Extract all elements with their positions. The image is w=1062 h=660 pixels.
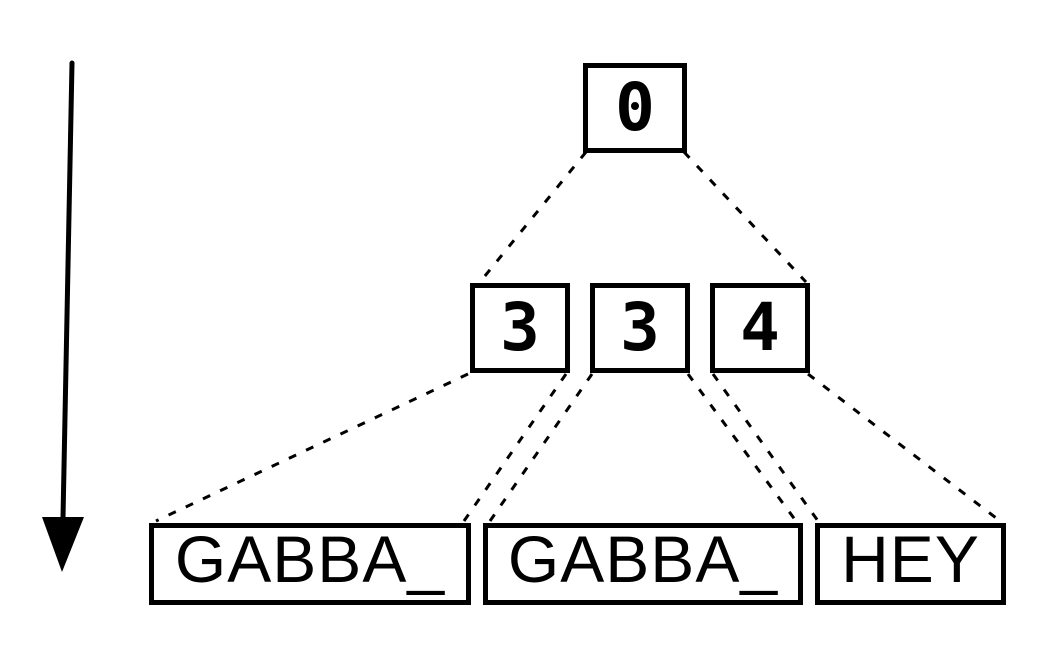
tree-node-pointer-3: 4 — [710, 283, 810, 373]
tree-node-label: GABBA_ — [174, 522, 446, 596]
tree-node-pointer-1: 3 — [470, 283, 570, 373]
tree-node-string-1: GABBA_ — [149, 523, 471, 605]
tree-node-string-2: GABBA_ — [483, 523, 803, 605]
tree-node-root: 0 — [583, 63, 687, 153]
connector-dashed-line — [686, 373, 798, 522]
connector-dashed-line — [488, 373, 594, 522]
tree-node-label: 0 — [615, 69, 655, 146]
connector-dashed-line — [478, 151, 588, 283]
downward-arrow — [42, 60, 84, 572]
connector-dashed-line — [155, 372, 469, 523]
connector-dashed-line — [682, 150, 808, 284]
tree-node-label: HEY — [841, 522, 980, 596]
tree-node-string-3: HEY — [815, 523, 1006, 605]
connector-dashed-line — [807, 372, 1001, 523]
connector-dashed-line — [462, 373, 568, 522]
tree-node-label: 4 — [740, 289, 780, 366]
tree-node-label: GABBA_ — [507, 522, 779, 596]
tree-node-pointer-2: 3 — [590, 283, 690, 373]
tree-node-label: 3 — [620, 289, 660, 366]
tree-node-label: 3 — [500, 289, 540, 366]
connector-dashed-line — [711, 373, 820, 522]
